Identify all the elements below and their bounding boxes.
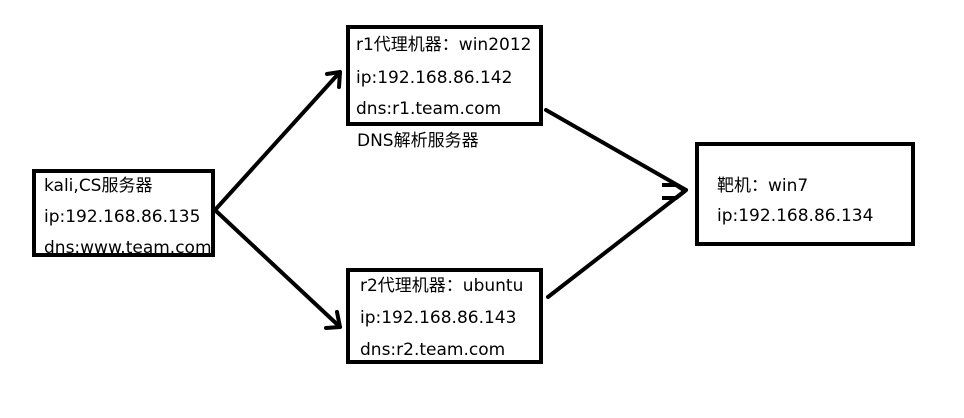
r1-dns-server-caption: DNS解析服务器 bbox=[357, 131, 479, 151]
r1-proxy-node: r1代理机器：win2012 ip:192.168.86.142 dns:r1.… bbox=[346, 25, 543, 126]
arrowhead-target bbox=[662, 183, 687, 200]
target-title: 靶机：win7 bbox=[717, 176, 809, 196]
arrow-r2-to-target bbox=[546, 188, 688, 299]
arrow-kali-to-r2 bbox=[213, 208, 342, 329]
arrowhead-r1 bbox=[325, 70, 342, 89]
r2-ip: ip:192.168.86.143 bbox=[360, 308, 517, 328]
kali-cs-server-node: kali,CS服务器 ip:192.168.86.135 dns:www.tea… bbox=[32, 169, 215, 258]
target-ip: ip:192.168.86.134 bbox=[717, 206, 874, 226]
r2-title: r2代理机器：ubuntu bbox=[360, 276, 524, 296]
arrow-r1-to-target bbox=[544, 108, 688, 192]
r1-ip: ip:192.168.86.142 bbox=[356, 68, 513, 88]
r1-title: r1代理机器：win2012 bbox=[356, 35, 532, 55]
arrowhead-r2 bbox=[324, 310, 342, 330]
r2-proxy-node: r2代理机器：ubuntu ip:192.168.86.143 dns:r2.t… bbox=[346, 268, 543, 364]
arrow-kali-to-r1 bbox=[213, 70, 342, 212]
target-win7-node: 靶机：win7 ip:192.168.86.134 bbox=[695, 142, 915, 246]
kali-title: kali,CS服务器 bbox=[44, 176, 153, 196]
r2-dns: dns:r2.team.com bbox=[360, 340, 506, 360]
r1-dns: dns:r1.team.com bbox=[356, 99, 502, 119]
kali-dns: dns:www.team.com bbox=[44, 238, 212, 258]
kali-ip: ip:192.168.86.135 bbox=[44, 207, 201, 227]
